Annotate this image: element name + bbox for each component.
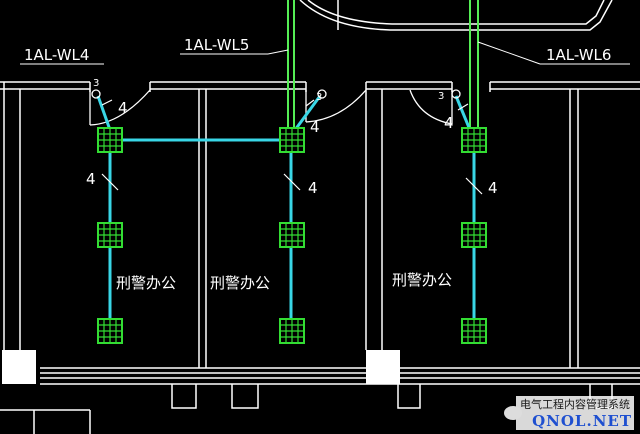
wire-count-left-run: 4	[86, 170, 96, 188]
circuit-label-wl6: 1AL-WL6	[546, 46, 611, 64]
fixtures	[97, 127, 487, 344]
feeders	[287, 0, 479, 132]
light-fixture	[461, 318, 487, 344]
switch-mark-left: 3	[93, 78, 99, 89]
wire-count-mid-switch: 4	[310, 118, 320, 136]
doors	[89, 89, 453, 126]
light-fixture	[279, 127, 305, 153]
wire-ticks	[101, 99, 483, 195]
wire-count-right-run: 4	[488, 179, 498, 197]
wire-count-mid-run: 4	[308, 179, 318, 197]
switch-mark-right: 3	[438, 91, 444, 102]
top-panel	[299, 0, 613, 31]
light-fixture	[97, 318, 123, 344]
label-leaders	[20, 41, 630, 65]
room-label-right: 刑警办公	[392, 271, 452, 289]
wechat-icon	[504, 406, 522, 420]
room-label-middle: 刑警办公	[210, 274, 270, 292]
watermark-text-en: QNOL.NET	[532, 412, 632, 430]
light-fixture	[461, 222, 487, 248]
switch-mark-mid: 3	[316, 92, 322, 103]
light-fixture	[279, 318, 305, 344]
circuit-label-wl4: 1AL-WL4	[24, 46, 89, 64]
light-fixture	[461, 127, 487, 153]
watermark-background	[516, 396, 634, 430]
circuit-label-wl5: 1AL-WL5	[184, 36, 249, 54]
wire-count-right-switch: 4	[444, 114, 454, 132]
light-fixture	[279, 222, 305, 248]
watermark-text-cn: 电气工程内容管理系统	[520, 398, 630, 411]
columns	[2, 350, 400, 384]
room-label-left: 刑警办公	[116, 274, 176, 292]
switches	[91, 89, 461, 99]
light-fixture	[97, 127, 123, 153]
light-fixture	[97, 222, 123, 248]
walls	[0, 81, 640, 434]
wire-count-left-switch: 4	[118, 99, 128, 117]
watermark: 电气工程内容管理系统 QNOL.NET	[504, 396, 634, 430]
